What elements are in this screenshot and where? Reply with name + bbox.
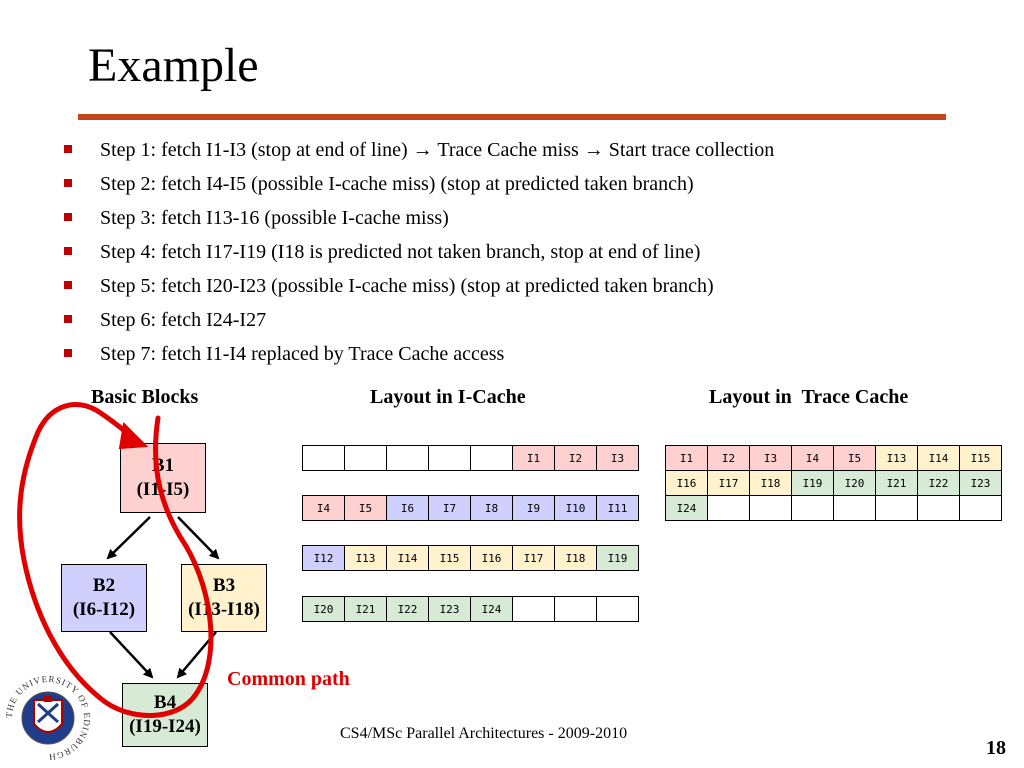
trace-cell: I17 — [707, 470, 750, 496]
icache-cell: I5 — [344, 495, 387, 521]
block-b4-range: (I19-I24) — [129, 716, 201, 737]
icache-cell: I9 — [512, 495, 555, 521]
icache-cell: I13 — [344, 545, 387, 571]
trace-row-2: I16 I17 I18 I19 I20 I21 I22 I23 — [665, 470, 1002, 496]
icache-cell: I12 — [302, 545, 345, 571]
block-b1-range: (I1-I5) — [136, 479, 190, 500]
icache-cell: I14 — [386, 545, 429, 571]
bullet-text: Step 6: fetch I24-I27 — [100, 309, 267, 331]
bullet-marker-icon — [64, 247, 72, 255]
icache-cell: I22 — [386, 596, 429, 622]
trace-cell — [917, 495, 960, 521]
arrow-b1-b2 — [106, 516, 151, 560]
icache-cell: I18 — [554, 545, 597, 571]
trace-cell: I13 — [875, 445, 918, 471]
bullet-marker-icon — [64, 179, 72, 187]
block-b2: B2 (I6-I12) — [61, 564, 147, 632]
icache-cell: I2 — [554, 445, 597, 471]
trace-cell — [749, 495, 792, 521]
block-b2-name: B2 — [92, 575, 116, 596]
bullet-item: Step 4: fetch I17-I19 (I18 is predicted … — [64, 235, 774, 269]
trace-cell — [833, 495, 876, 521]
block-b4-name: B4 — [153, 692, 177, 713]
bullet-text: Step 5: fetch I20-I23 (possible I-cache … — [100, 275, 714, 297]
bullet-item: Step 1: fetch I1-I3 (stop at end of line… — [64, 133, 774, 167]
icache-cell — [386, 445, 429, 471]
common-path-label: Common path — [227, 668, 350, 690]
trace-cell — [875, 495, 918, 521]
trace-cell: I20 — [833, 470, 876, 496]
trace-cell: I23 — [959, 470, 1002, 496]
icache-cell: I3 — [596, 445, 639, 471]
icache-heading: Layout in I-Cache — [370, 386, 526, 408]
bullet-marker-icon — [64, 281, 72, 289]
icache-cell — [302, 445, 345, 471]
page-number: 18 — [986, 737, 1006, 759]
basic-blocks-heading: Basic Blocks — [91, 386, 199, 408]
bullet-item: Step 2: fetch I4-I5 (possible I-cache mi… — [64, 167, 774, 201]
icache-row-2: I4 I5 I6 I7 I8 I9 I10 I11 — [302, 495, 639, 521]
bullet-marker-icon — [64, 349, 72, 357]
icache-row-4: I20 I21 I22 I23 I24 — [302, 596, 639, 622]
trace-cell: I22 — [917, 470, 960, 496]
block-b3-name: B3 — [212, 575, 236, 596]
icache-cell — [344, 445, 387, 471]
icache-cell: I8 — [470, 495, 513, 521]
bullet-list: Step 1: fetch I1-I3 (stop at end of line… — [64, 133, 774, 371]
bullet-item: Step 3: fetch I13-16 (possible I-cache m… — [64, 201, 774, 235]
bullet-item: Step 6: fetch I24-I27 — [64, 303, 774, 337]
bullet-item: Step 7: fetch I1-I4 replaced by Trace Ca… — [64, 337, 774, 371]
icache-row-1: I1 I2 I3 — [302, 445, 639, 471]
trace-cell: I4 — [791, 445, 834, 471]
bullet-text: Step 1: fetch I1-I3 (stop at end of line… — [100, 139, 775, 161]
icache-cell: I1 — [512, 445, 555, 471]
trace-cell: I5 — [833, 445, 876, 471]
icache-cell: I23 — [428, 596, 471, 622]
trace-cell — [791, 495, 834, 521]
trace-cell: I3 — [749, 445, 792, 471]
trace-cell — [959, 495, 1002, 521]
bullet-marker-icon — [64, 145, 72, 153]
bullet-text: Step 7: fetch I1-I4 replaced by Trace Ca… — [100, 343, 505, 365]
bullet-marker-icon — [64, 213, 72, 221]
trace-cache-grid: I1 I2 I3 I4 I5 I13 I14 I15 I16 I17 I18 I… — [665, 445, 1002, 521]
icache-cell: I21 — [344, 596, 387, 622]
trace-cell: I21 — [875, 470, 918, 496]
bullet-text: Step 4: fetch I17-I19 (I18 is predicted … — [100, 241, 701, 263]
trace-cell: I24 — [665, 495, 708, 521]
bullet-item: Step 5: fetch I20-I23 (possible I-cache … — [64, 269, 774, 303]
icache-cell: I19 — [596, 545, 639, 571]
common-path-loop — [17, 402, 214, 718]
trace-cell: I15 — [959, 445, 1002, 471]
title-rule — [78, 114, 946, 120]
slide-title: Example — [88, 39, 259, 92]
icache-row-3: I12 I13 I14 I15 I16 I17 I18 I19 — [302, 545, 639, 571]
arrow-b2-b4 — [109, 631, 154, 679]
icache-cell: I20 — [302, 596, 345, 622]
trace-row-3: I24 — [665, 495, 1002, 521]
icache-cell: I24 — [470, 596, 513, 622]
footer-course: CS4/MSc Parallel Architectures - 2009-20… — [340, 725, 628, 742]
trace-cache-heading: Layout in Trace Cache — [709, 386, 909, 408]
icache-cell: I16 — [470, 545, 513, 571]
icache-cell: I15 — [428, 545, 471, 571]
icache-cell: I10 — [554, 495, 597, 521]
block-b3: B3 (I13-I18) — [181, 564, 267, 632]
bullet-text: Step 2: fetch I4-I5 (possible I-cache mi… — [100, 173, 694, 195]
bullet-marker-icon — [64, 315, 72, 323]
trace-cell: I1 — [665, 445, 708, 471]
block-b2-range: (I6-I12) — [72, 599, 136, 620]
common-path-arrowhead — [118, 421, 149, 450]
icache-cell — [596, 596, 639, 622]
icache-cell: I7 — [428, 495, 471, 521]
arrow-b1-b3 — [177, 516, 220, 560]
trace-row-1: I1 I2 I3 I4 I5 I13 I14 I15 — [665, 445, 1002, 471]
icache-cell: I17 — [512, 545, 555, 571]
bullet-text: Step 3: fetch I13-16 (possible I-cache m… — [100, 207, 449, 229]
icache-cell: I11 — [596, 495, 639, 521]
trace-cell: I2 — [707, 445, 750, 471]
